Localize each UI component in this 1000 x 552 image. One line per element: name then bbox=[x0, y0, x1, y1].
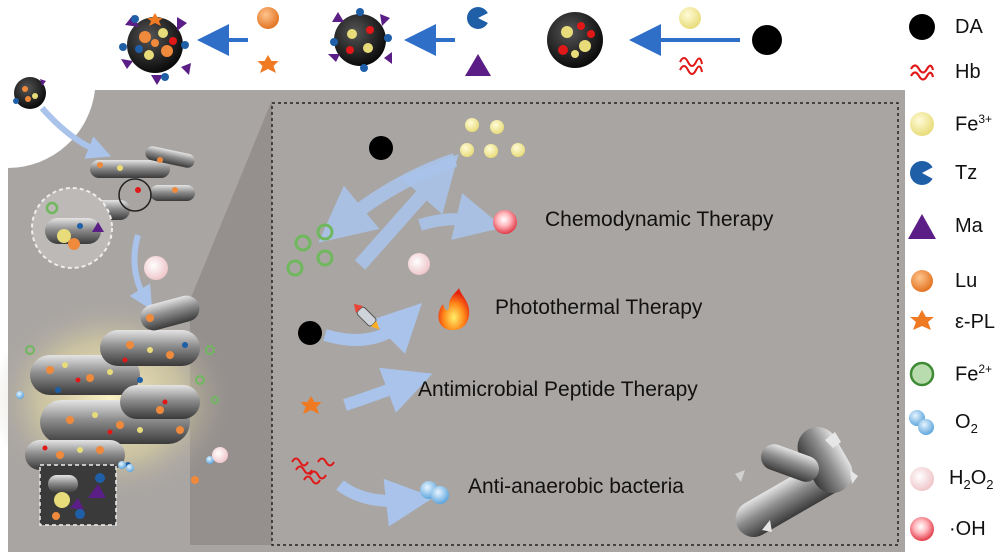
legend-item-lu: Lu bbox=[905, 261, 1000, 301]
legend-item-o2: O2 bbox=[905, 403, 1000, 443]
tz-reactant bbox=[467, 7, 490, 29]
legend-item-epl: ε-PL bbox=[905, 302, 1000, 342]
therapy-diagram bbox=[286, 118, 858, 537]
legend-item-fe2: Fe2+ bbox=[905, 354, 1000, 394]
epl-reactant bbox=[257, 55, 279, 73]
legend-label-hb: Hb bbox=[955, 60, 981, 83]
orange-circle-icon bbox=[905, 264, 939, 298]
legend-item-tz: Tz bbox=[905, 153, 1000, 193]
ma-reactant bbox=[465, 54, 491, 76]
legend: DA Hb Fe3+ Tz Ma Lu bbox=[905, 0, 1000, 552]
label-chemodynamic: Chemodynamic Therapy bbox=[545, 208, 774, 231]
fe2-cluster bbox=[286, 223, 334, 277]
legend-label-h2o2: H2O2 bbox=[949, 466, 994, 492]
hb-reactant bbox=[679, 57, 703, 75]
purple-triangle-icon bbox=[905, 209, 939, 243]
legend-item-da: DA bbox=[905, 7, 1000, 47]
laser-icon bbox=[353, 303, 380, 330]
orange-star-icon bbox=[905, 305, 939, 339]
fe3-cluster bbox=[460, 118, 525, 158]
legend-item-h2o2: H2O2 bbox=[905, 459, 1000, 499]
pink-circle-icon bbox=[905, 462, 939, 496]
label-anaerobic: Anti-anaerobic bacteria bbox=[468, 475, 684, 498]
destroyed-bacteria bbox=[735, 427, 858, 537]
legend-label-tz: Tz bbox=[955, 161, 978, 184]
yellow-circle-icon bbox=[905, 107, 939, 141]
middle-nanoparticle bbox=[328, 8, 392, 72]
da-particle-1 bbox=[369, 136, 393, 160]
da-reactant bbox=[752, 25, 782, 55]
da-particle-2 bbox=[298, 321, 322, 345]
legend-label-epl: ε-PL bbox=[955, 310, 996, 333]
legend-label-ma: Ma bbox=[955, 214, 983, 237]
legend-item-hb: Hb bbox=[905, 52, 1000, 92]
legend-label-fe2: Fe2+ bbox=[955, 361, 993, 386]
green-ring-icon bbox=[905, 357, 939, 391]
synthesis-row bbox=[119, 7, 782, 85]
blue-double-bubble-icon bbox=[905, 406, 939, 440]
epl-particle bbox=[300, 396, 322, 414]
panel-cutout bbox=[8, 90, 95, 168]
legend-item-fe3: Fe3+ bbox=[905, 104, 1000, 144]
final-nanoparticle bbox=[119, 13, 191, 85]
h2o2-particle-left bbox=[144, 256, 168, 280]
label-antimicrobial: Antimicrobial Peptide Therapy bbox=[418, 378, 698, 401]
core-nanoparticle bbox=[547, 12, 603, 68]
flame-icon bbox=[438, 288, 470, 330]
black-dot-icon bbox=[905, 10, 939, 44]
red-squiggle-icon bbox=[905, 55, 939, 89]
hb-particles bbox=[291, 457, 335, 485]
h2o2-particle bbox=[408, 253, 430, 275]
legend-label-fe3: Fe3+ bbox=[955, 111, 993, 136]
bacteria-large bbox=[16, 295, 228, 484]
legend-item-ma: Ma bbox=[905, 206, 1000, 246]
blue-crescent-icon bbox=[905, 156, 939, 190]
fe3-reactant bbox=[679, 7, 701, 29]
legend-label-da: DA bbox=[955, 15, 983, 38]
oh-particle bbox=[493, 210, 517, 234]
legend-label-lu: Lu bbox=[955, 269, 978, 292]
legend-label-oh: ·OH bbox=[949, 517, 986, 540]
incoming-nanoparticle bbox=[13, 77, 46, 109]
therapy-box bbox=[271, 102, 899, 546]
label-photothermal: Photothermal Therapy bbox=[495, 296, 703, 319]
legend-item-oh: ·OH bbox=[905, 509, 1000, 549]
o2-particle-b bbox=[431, 486, 449, 504]
lu-reactant bbox=[257, 7, 279, 29]
left-process bbox=[13, 77, 228, 526]
legend-label-o2: O2 bbox=[955, 410, 978, 436]
red-glow-circle-icon bbox=[905, 512, 939, 546]
